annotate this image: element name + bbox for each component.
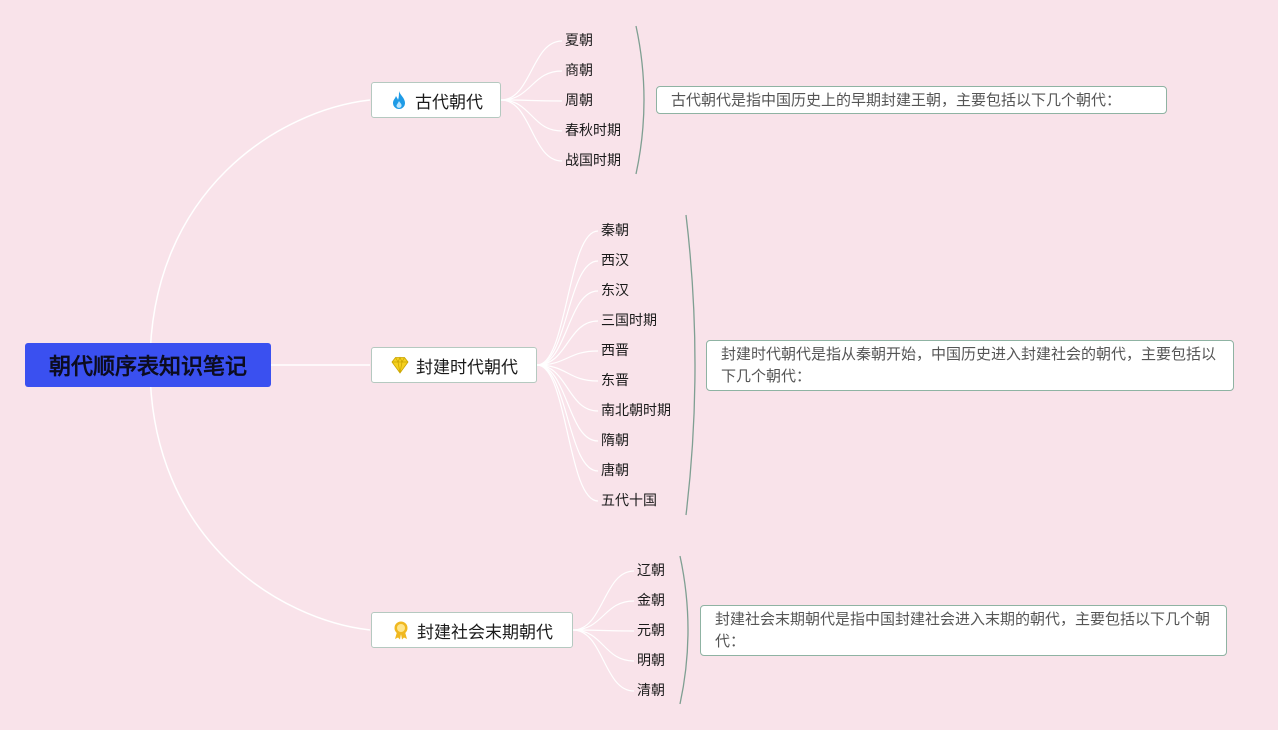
leaf-dynasty[interactable]: 秦朝: [601, 223, 629, 239]
connector-branch-leaf: [500, 99, 563, 132]
brace-1: [635, 25, 645, 175]
connector-branch-leaf: [500, 70, 563, 101]
leaf-dynasty[interactable]: 春秋时期: [565, 123, 621, 139]
diamond-icon: [391, 356, 409, 374]
connector-branch-leaf: [536, 364, 599, 502]
leaf-dynasty[interactable]: 周朝: [565, 93, 593, 109]
connector-branch-leaf: [572, 600, 635, 631]
leaf-dynasty[interactable]: 南北朝时期: [601, 403, 671, 419]
leaf-dynasty[interactable]: 商朝: [565, 63, 593, 79]
summary-note-ancient[interactable]: 古代朝代是指中国历史上的早期封建王朝，主要包括以下几个朝代：: [656, 86, 1167, 114]
connector-branch-leaf: [536, 230, 599, 366]
connector-branch-leaf: [536, 290, 599, 366]
connector-branch-leaf: [536, 260, 599, 366]
leaf-dynasty[interactable]: 夏朝: [565, 33, 593, 49]
connector-branch-leaf: [536, 320, 599, 366]
leaf-dynasty[interactable]: 西晋: [601, 343, 629, 359]
connector-branch-leaf: [572, 570, 635, 631]
leaf-dynasty[interactable]: 东汉: [601, 283, 629, 299]
connector-branch-leaf: [500, 99, 563, 162]
branch-label: 封建社会末期朝代: [417, 622, 553, 643]
connector-branch-leaf: [536, 364, 599, 412]
leaf-dynasty[interactable]: 五代十国: [601, 493, 657, 509]
leaf-dynasty[interactable]: 西汉: [601, 253, 629, 269]
summary-note-feudal[interactable]: 封建时代朝代是指从秦朝开始，中国历史进入封建社会的朝代，主要包括以下几个朝代：: [706, 340, 1234, 391]
leaf-dynasty[interactable]: 东晋: [601, 373, 629, 389]
connector-root-branch-1: [149, 99, 371, 366]
leaf-dynasty[interactable]: 金朝: [637, 593, 665, 609]
summary-note-late-feudal[interactable]: 封建社会末期朝代是指中国封建社会进入末期的朝代，主要包括以下几个朝代：: [700, 605, 1227, 656]
leaf-dynasty[interactable]: 三国时期: [601, 313, 657, 329]
leaf-dynasty[interactable]: 辽朝: [637, 563, 665, 579]
connector-branch-leaf: [536, 364, 599, 382]
connector-root-branch-3: [149, 364, 371, 631]
root-node[interactable]: 朝代顺序表知识笔记: [25, 343, 271, 387]
leaf-dynasty[interactable]: 清朝: [637, 683, 665, 699]
connector-branch-leaf: [500, 40, 563, 101]
branch-label: 古代朝代: [415, 92, 483, 113]
brace-3: [679, 555, 689, 705]
flame-icon: [393, 91, 405, 109]
branch-late-feudal-dynasties[interactable]: 封建社会末期朝代: [371, 612, 573, 648]
leaf-dynasty[interactable]: 战国时期: [565, 153, 621, 169]
award-ribbon-icon: [394, 621, 408, 640]
leaf-dynasty[interactable]: 唐朝: [601, 463, 629, 479]
branch-label: 封建时代朝代: [416, 357, 518, 378]
connector-branch-leaf: [572, 629, 635, 692]
connector-branch-leaf: [536, 364, 599, 442]
brace-2: [685, 214, 696, 516]
leaf-dynasty[interactable]: 元朝: [637, 623, 665, 639]
branch-feudal-dynasties[interactable]: 封建时代朝代: [371, 347, 537, 383]
connector-branch-leaf: [572, 629, 635, 662]
connector-branch-leaf: [536, 350, 599, 366]
leaf-dynasty[interactable]: 隋朝: [601, 433, 629, 449]
branch-ancient-dynasties[interactable]: 古代朝代: [371, 82, 501, 118]
leaf-dynasty[interactable]: 明朝: [637, 653, 665, 669]
